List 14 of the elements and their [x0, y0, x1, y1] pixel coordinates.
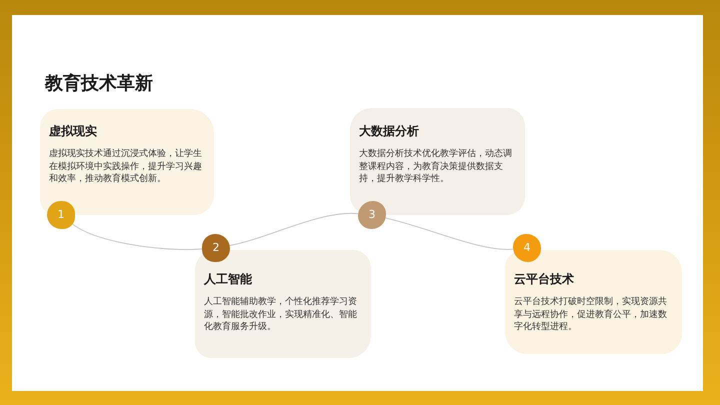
- card-text: 人工智能辅助教学，个性化推荐学习资源，智能批改作业，实现精准化、智能化教育服务升级。: [204, 296, 358, 334]
- connector-line: [72, 223, 202, 250]
- card-title: 虚拟现实: [49, 123, 98, 139]
- slide-title: 教育技术革新: [45, 72, 153, 96]
- connector-line: [385, 218, 514, 250]
- info-card: [505, 250, 682, 354]
- card-text: 云平台技术打破时空限制，实现资源共享与远程协作，促进教育公平，加速数字化转型进程。: [514, 296, 668, 334]
- card-text: 虚拟现实技术通过沉浸式体验，让学生在模拟环境中实践操作，提升学习兴趣和效率，推动教育模式创新。: [49, 148, 203, 186]
- card-text: 大数据分析技术优化教学评估，动态调整课程内容，为教育决策提供数据支持，提升教学科学性。: [359, 148, 513, 186]
- connector-line: [229, 212, 359, 246]
- card-title: 大数据分析: [359, 123, 420, 139]
- card-title: 人工智能: [204, 271, 253, 287]
- info-card: [195, 250, 371, 358]
- card-title: 云平台技术: [514, 271, 575, 287]
